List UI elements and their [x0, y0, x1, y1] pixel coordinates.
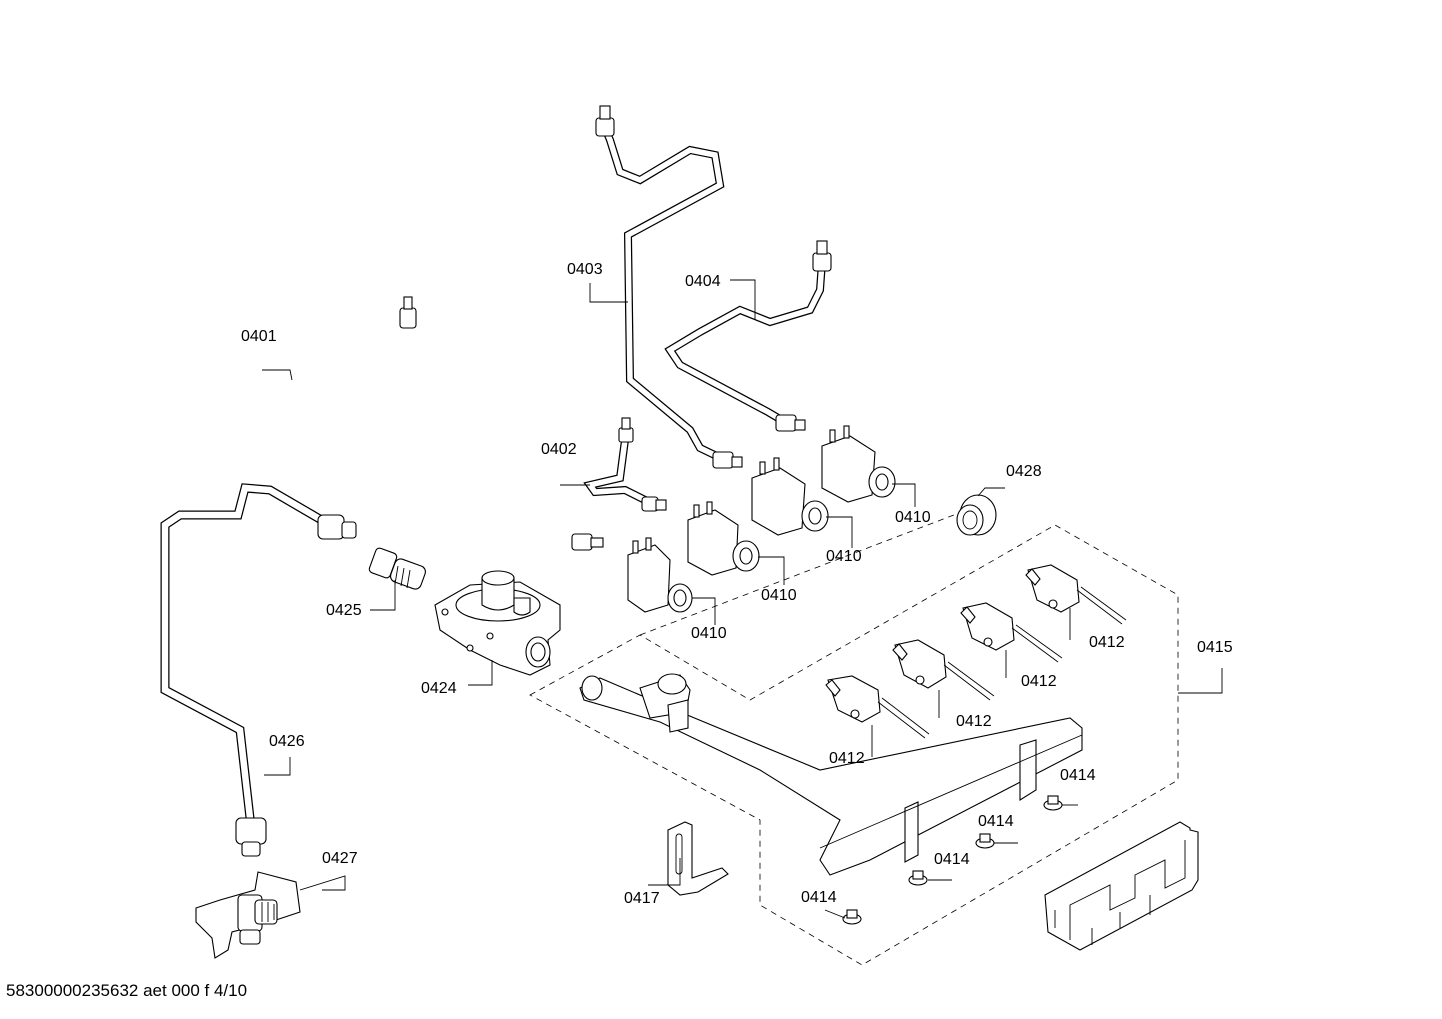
label-0401: 0401 — [241, 328, 277, 345]
gas-pipe-0404 — [664, 240, 832, 432]
label-0412-d: 0412 — [829, 750, 865, 767]
mounting-frame — [1044, 821, 1199, 951]
label-0424: 0424 — [421, 680, 457, 697]
pressure-regulator-0424 — [434, 570, 561, 676]
label-0410-a: 0410 — [895, 509, 931, 526]
label-0426: 0426 — [269, 733, 305, 750]
gas-pipe-0402 — [583, 417, 667, 512]
label-0414-a: 0414 — [1060, 767, 1096, 784]
document-code: 58300000235632 aet 000 f 4/10 — [6, 981, 248, 1000]
screw-0414-c — [908, 870, 928, 886]
label-0410-d: 0410 — [691, 625, 727, 642]
label-0404: 0404 — [685, 273, 721, 290]
screw-0414-b — [975, 833, 995, 849]
connector-bracket-0427 — [195, 871, 301, 959]
solenoid-valve-0410-b — [751, 457, 829, 536]
screw-0414-d — [842, 909, 862, 925]
label-0414-d: 0414 — [801, 889, 837, 906]
gas-pipe-0401 — [287, 296, 604, 551]
bracket-0417 — [667, 821, 729, 896]
solenoid-valve-0410-d — [627, 537, 693, 613]
label-0428: 0428 — [1006, 463, 1042, 480]
screw-0414-a — [1043, 795, 1063, 811]
label-0412-a: 0412 — [1089, 634, 1125, 651]
burner-valve-0412-c — [960, 602, 1063, 663]
burner-valve-0412-a — [825, 675, 930, 739]
gas-manifold — [579, 673, 1083, 876]
label-0412-b: 0412 — [1021, 673, 1057, 690]
solenoid-valve-0410-c — [687, 501, 760, 576]
gas-pipe-0426 — [160, 483, 357, 857]
label-0414-b: 0414 — [978, 813, 1014, 830]
label-0417: 0417 — [624, 890, 660, 907]
gas-pipe-0403 — [595, 105, 743, 469]
label-0414-c: 0414 — [934, 851, 970, 868]
burner-valve-0412-d — [1025, 564, 1127, 625]
label-0427: 0427 — [322, 850, 358, 867]
solenoid-valve-0410-a — [821, 425, 896, 503]
label-0425: 0425 — [326, 602, 362, 619]
assembly-outline-0415 — [529, 504, 1179, 966]
part-labels: 0401 0402 0403 0404 0410 0410 0410 0410 … — [241, 261, 1233, 907]
burner-valve-0412-b — [892, 639, 995, 701]
ring-0428 — [956, 494, 997, 536]
label-0410-b: 0410 — [826, 548, 862, 565]
leader-lines — [262, 279, 1223, 919]
label-0402: 0402 — [541, 441, 577, 458]
label-0415: 0415 — [1197, 639, 1233, 656]
fitting-0425 — [368, 547, 426, 590]
label-0412-c: 0412 — [956, 713, 992, 730]
label-0403: 0403 — [567, 261, 603, 278]
label-0410-c: 0410 — [761, 587, 797, 604]
